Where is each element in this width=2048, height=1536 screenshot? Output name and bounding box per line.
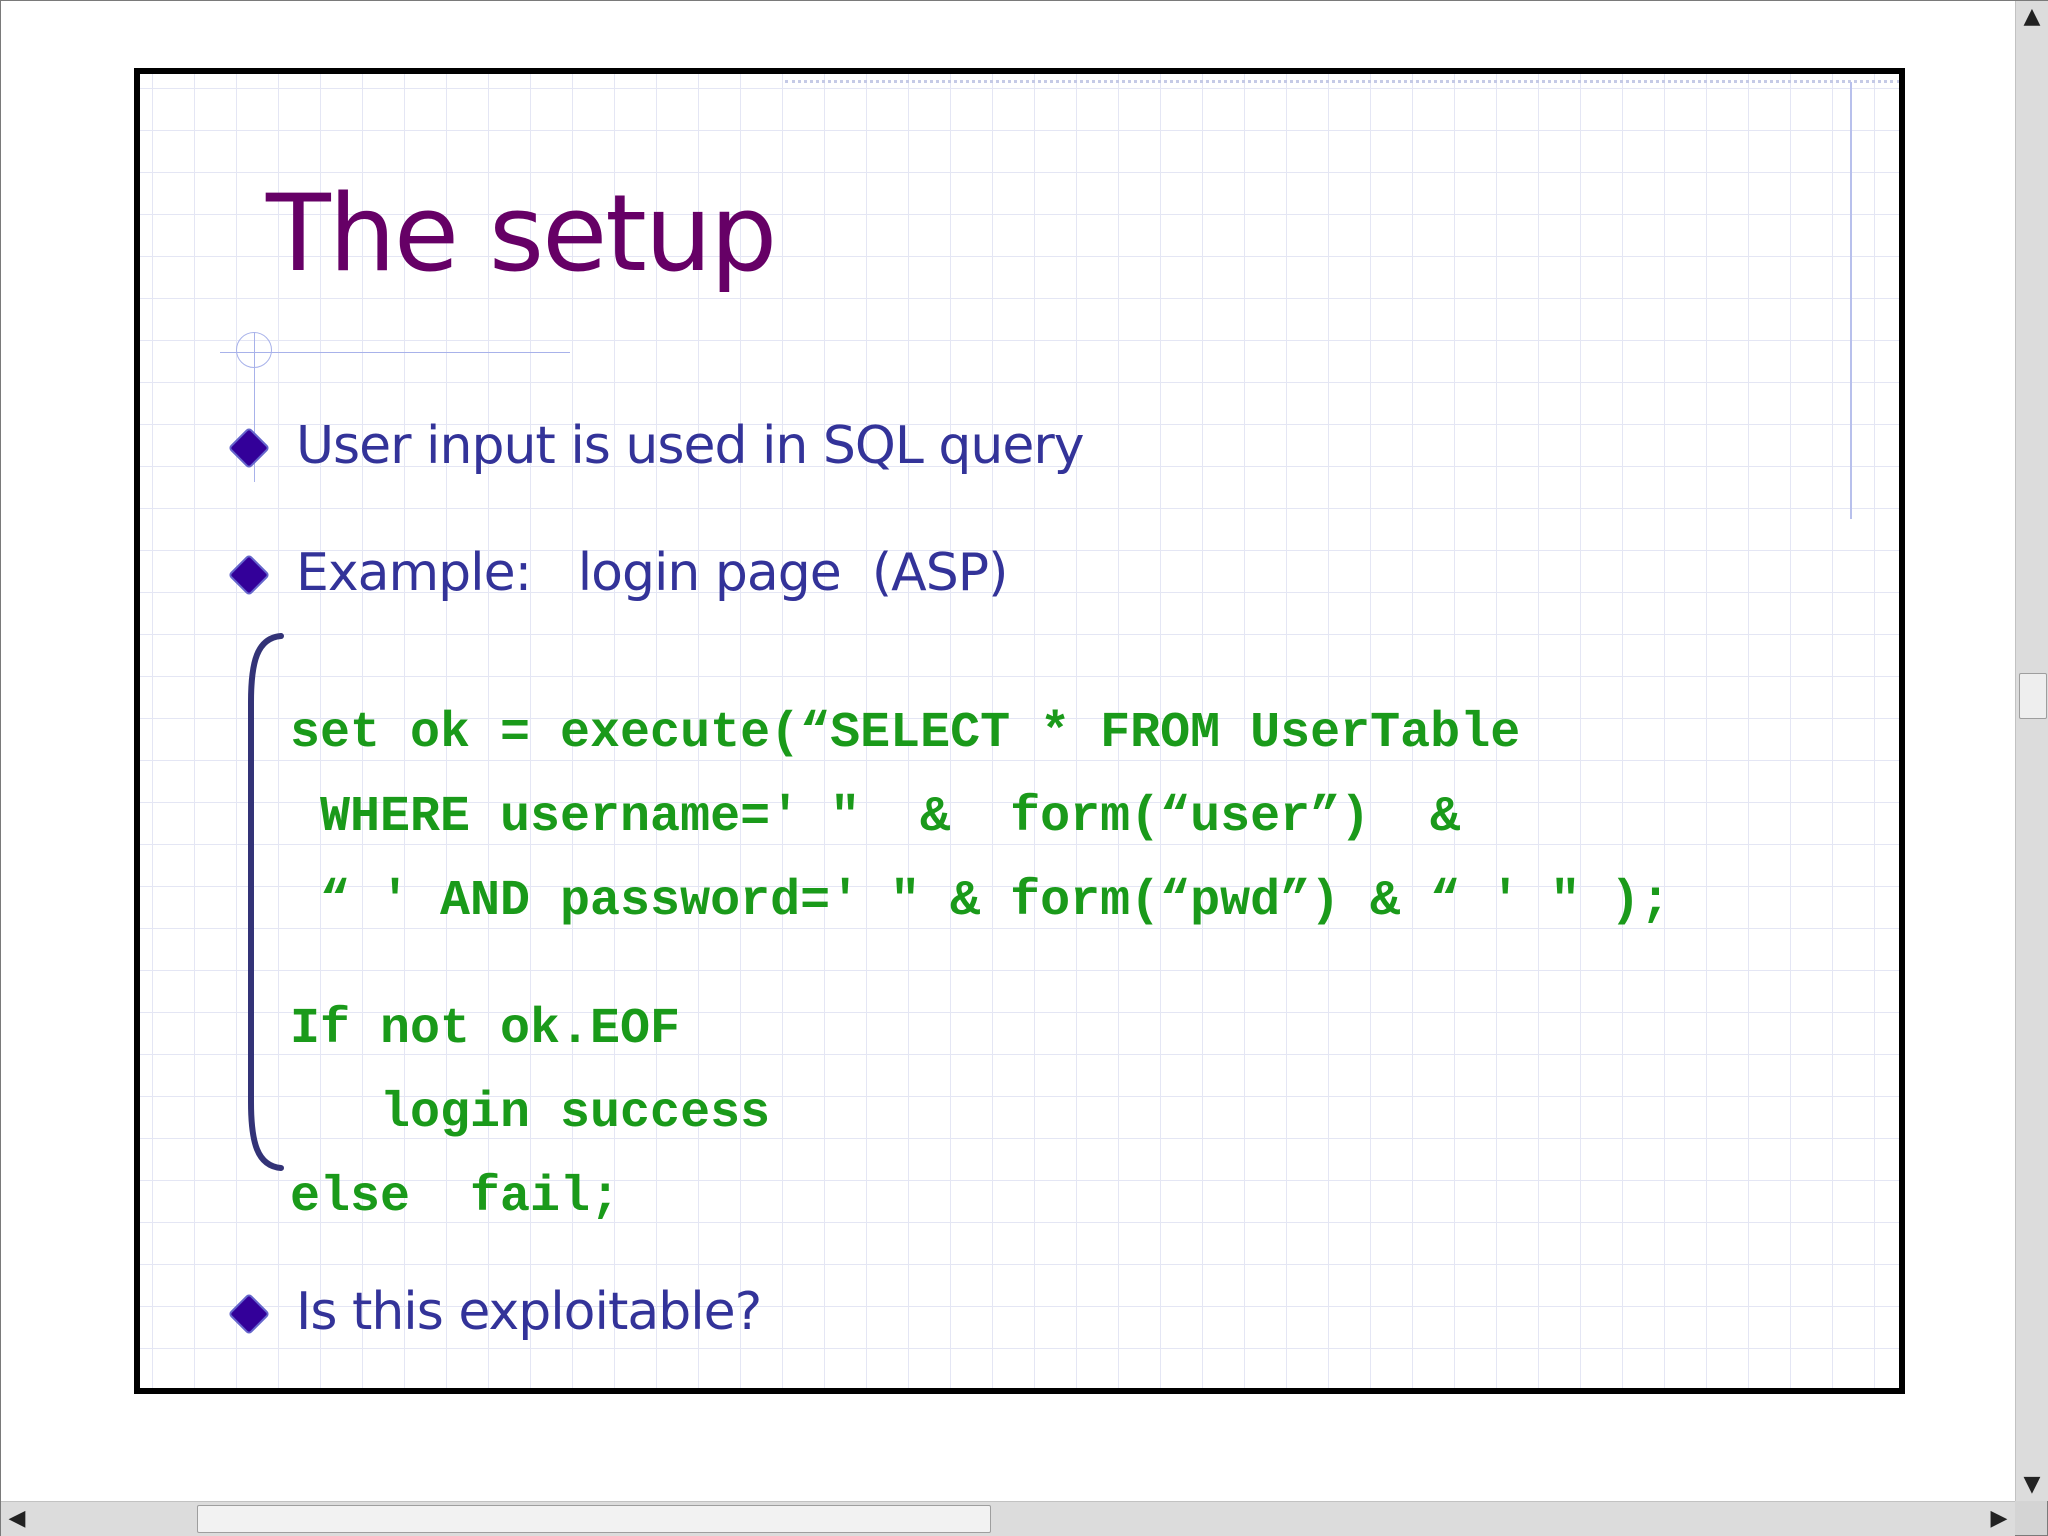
code-bracket-icon <box>248 633 284 1171</box>
vertical-scrollbar[interactable]: ▲ ▼ <box>2015 1 2048 1501</box>
decorative-horizontal-line <box>220 352 570 353</box>
horizontal-scrollbar[interactable]: ◀ ▶ <box>1 1501 2015 1536</box>
code-line: else fail; <box>290 1169 621 1226</box>
decorative-dotted-line <box>785 80 1899 83</box>
scroll-left-arrow-icon[interactable]: ◀ <box>8 1506 26 1531</box>
bullet-text: Example: login page (ASP) <box>296 543 1008 603</box>
code-line: WHERE username=′ ″ & form(“user”) & <box>290 789 1461 846</box>
diamond-bullet-icon <box>229 428 269 468</box>
code-line: login success <box>290 1085 771 1142</box>
scroll-right-arrow-icon[interactable]: ▶ <box>1990 1506 2008 1531</box>
code-line: “ ′ AND password=′ ″ & form(“pwd”) & “ ′… <box>290 873 1671 930</box>
scroll-up-arrow-icon[interactable]: ▲ <box>2023 4 2041 29</box>
scroll-down-arrow-icon[interactable]: ▼ <box>2023 1472 2041 1497</box>
crosshair-circle-icon <box>236 332 272 368</box>
bullet-text: Is this exploitable? <box>296 1282 762 1342</box>
scrollbar-corner <box>2015 1501 2047 1535</box>
diamond-bullet-icon <box>229 1294 269 1334</box>
horizontal-scroll-thumb[interactable] <box>197 1505 991 1533</box>
vertical-scroll-thumb[interactable] <box>2019 673 2047 719</box>
slide-title: The setup <box>266 172 777 295</box>
slide: The setup User input is used in SQL quer… <box>134 68 1905 1394</box>
decorative-vertical-line <box>1850 82 1852 519</box>
code-line: If not ok.EOF <box>290 1001 681 1058</box>
diamond-bullet-icon <box>229 555 269 595</box>
code-line: set ok = execute(“SELECT * FROM UserTabl… <box>290 705 1521 762</box>
decorative-vertical-tick <box>254 332 255 482</box>
bullet-text: User input is used in SQL query <box>296 416 1084 476</box>
